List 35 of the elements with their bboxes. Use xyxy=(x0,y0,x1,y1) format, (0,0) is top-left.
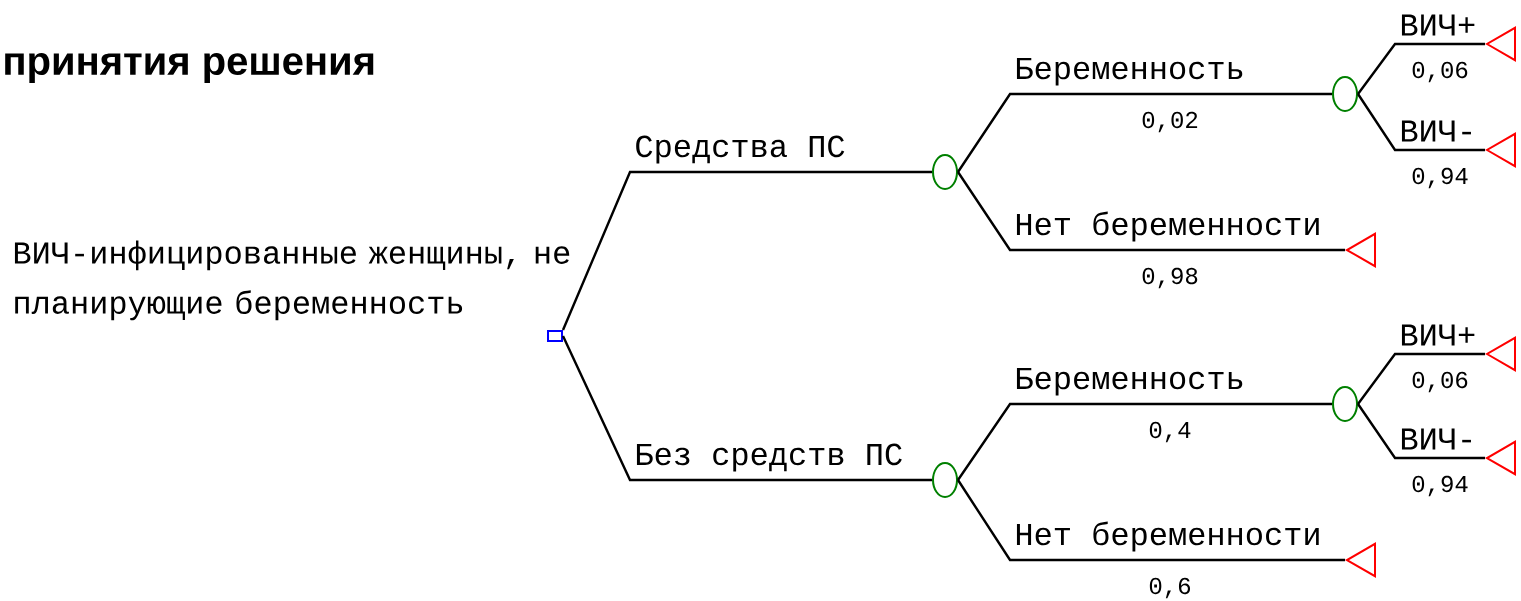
branch-label: ВИЧ+ xyxy=(1401,324,1475,346)
branch-line xyxy=(1357,403,1485,460)
branch-line xyxy=(957,479,1345,562)
branch-label: Беременность xyxy=(1016,367,1243,396)
probability-label: 0,06 xyxy=(1412,371,1468,393)
branch-label: Беременность xyxy=(1016,57,1243,86)
branch-label: ВИЧ- xyxy=(1401,428,1471,450)
probability-label: 0,98 xyxy=(1142,267,1198,289)
probability-label: 0,02 xyxy=(1142,111,1198,133)
root-label: ВИЧ-инфицированные женщины, не планирующие беременность xyxy=(14,240,570,321)
probability-label: 0,06 xyxy=(1412,61,1468,83)
chance-circle xyxy=(932,462,958,498)
probability-label: 0,94 xyxy=(1412,475,1468,497)
branch-line xyxy=(561,335,932,482)
probability-label: 0,6 xyxy=(1149,577,1191,599)
chance-circle xyxy=(1332,386,1358,422)
branch-label: ВИЧ+ xyxy=(1401,14,1475,36)
branch-line xyxy=(1357,93,1485,152)
title: принятия решения xyxy=(5,53,374,83)
branch-line xyxy=(957,171,1345,252)
branch-label: Средства ПС xyxy=(636,135,845,164)
branch-label: Нет беременности xyxy=(1016,521,1319,552)
branch-line xyxy=(561,170,932,331)
probability-label: 0,4 xyxy=(1149,421,1191,443)
branch-label: Нет беременности xyxy=(1016,211,1319,242)
branch-line xyxy=(957,92,1332,173)
chance-circle xyxy=(1332,76,1358,112)
branch-line xyxy=(957,402,1332,481)
decision-square xyxy=(547,330,563,342)
branch-line xyxy=(1357,352,1485,405)
probability-label: 0,94 xyxy=(1412,167,1468,189)
branch-label: ВИЧ- xyxy=(1401,120,1471,142)
chance-circle xyxy=(932,154,958,190)
branch-line xyxy=(1357,42,1485,95)
branch-label: Без средств ПС xyxy=(636,443,902,472)
